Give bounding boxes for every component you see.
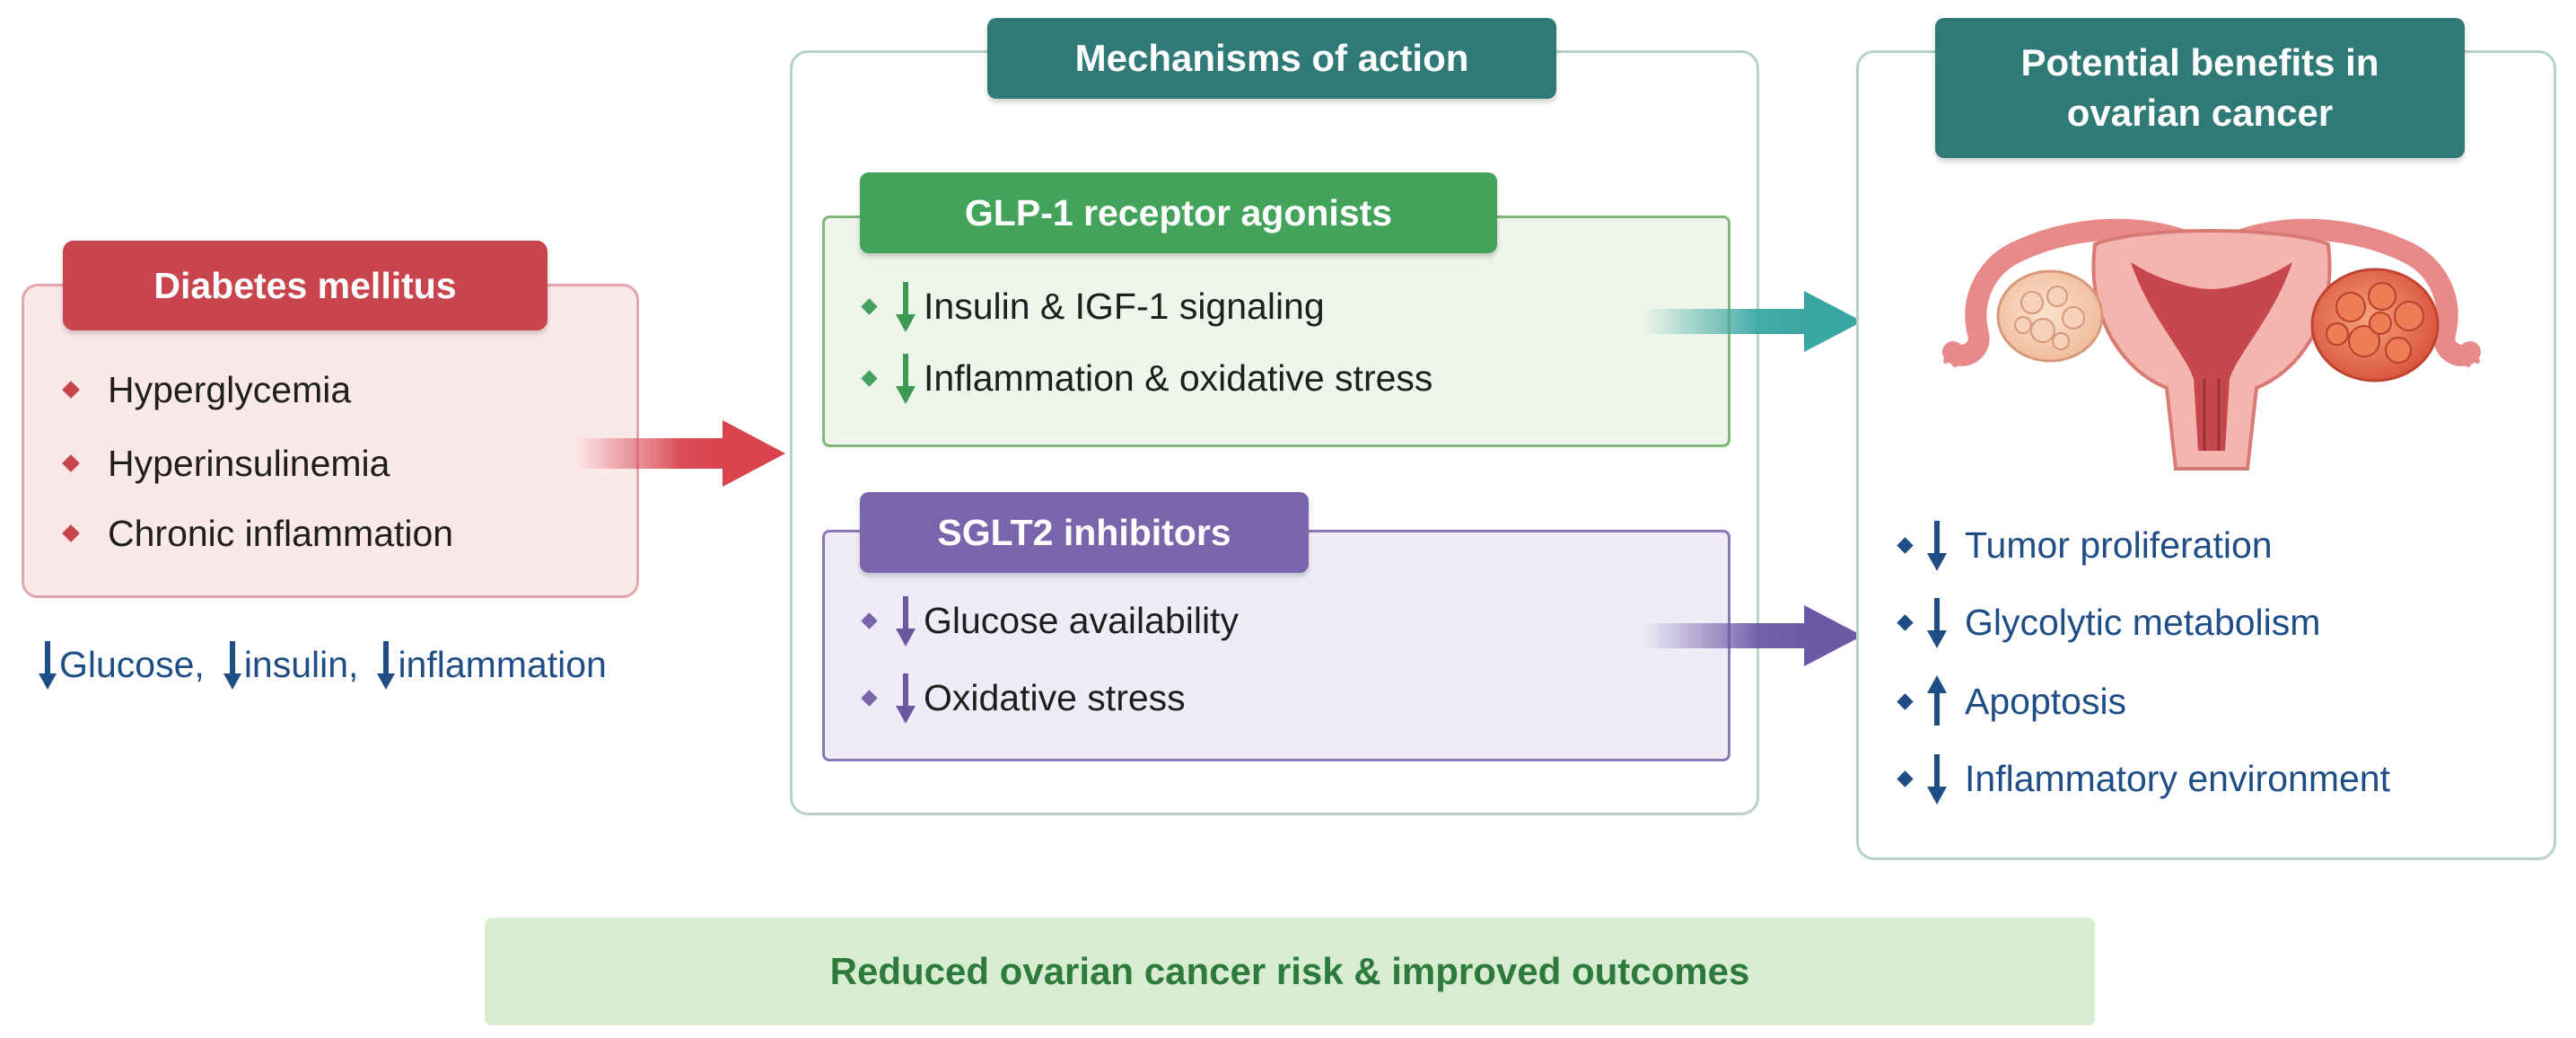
benefit-item: Apoptosis (1897, 673, 2126, 729)
down-arrow-icon (896, 673, 916, 724)
down-arrow-icon (896, 596, 916, 647)
down-arrow-icon (39, 641, 57, 690)
diabetes-title: Diabetes mellitus (63, 241, 548, 330)
sglt2-title: SGLT2 inhibitors (860, 492, 1309, 573)
down-arrow-icon (1927, 598, 1947, 648)
diabetes-panel (22, 284, 639, 598)
mechanisms-title: Mechanisms of action (987, 18, 1556, 99)
diamond-bullet-icon (861, 689, 878, 707)
benefit-item: Glycolytic metabolism (1897, 594, 2320, 650)
diabetes-item: Hyperinsulinemia (62, 436, 390, 490)
diamond-bullet-icon (1897, 536, 1914, 554)
diamond-bullet-icon (1897, 613, 1914, 631)
benefit-item: Tumor proliferation (1897, 517, 2273, 573)
up-arrow-icon (1927, 675, 1947, 726)
benefit-item: Inflammatory environment (1897, 751, 2390, 806)
diamond-bullet-icon (861, 297, 878, 315)
down-arrow-icon (1927, 521, 1947, 571)
diamond-bullet-icon (62, 524, 80, 542)
glp1-item: Inflammation & oxidative stress (861, 350, 1433, 406)
diabetes-effects: Glucose, insulin, inflammation (36, 638, 623, 691)
diamond-bullet-icon (1897, 692, 1914, 710)
down-arrow-icon (896, 354, 916, 404)
glp1-title: GLP-1 receptor agonists (860, 172, 1497, 253)
sglt2-item: Oxidative stress (861, 670, 1186, 726)
down-arrow-icon (377, 641, 396, 690)
down-arrow-icon (1927, 754, 1947, 805)
glp1-panel (822, 216, 1730, 447)
down-arrow-icon (223, 641, 241, 690)
diamond-bullet-icon (62, 454, 80, 472)
down-arrow-icon (896, 282, 916, 332)
uterus-ovaries-icon (1942, 218, 2481, 471)
flow-arrow-icon (1643, 605, 1862, 666)
diabetes-item: Hyperglycemia (62, 363, 351, 417)
diamond-bullet-icon (1897, 770, 1914, 787)
outcome-banner: Reduced ovarian cancer risk & improved o… (485, 918, 2095, 1025)
glp1-item: Insulin & IGF-1 signaling (861, 278, 1325, 334)
benefits-title: Potential benefits in ovarian cancer (1935, 18, 2465, 158)
diamond-bullet-icon (62, 381, 80, 399)
diamond-bullet-icon (861, 369, 878, 387)
flow-arrow-icon (1643, 291, 1862, 352)
diamond-bullet-icon (861, 611, 878, 629)
sglt2-item: Glucose availability (861, 593, 1239, 648)
flow-arrow-icon (574, 420, 785, 487)
diabetes-item: Chronic inflammation (62, 506, 453, 560)
